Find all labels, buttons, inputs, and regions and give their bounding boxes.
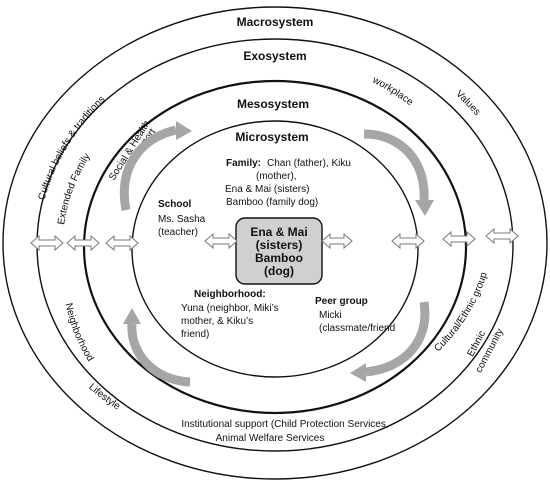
institutional-support-line1: Institutional support (Child Protection … [181, 419, 388, 430]
double-arrow-left-middle [66, 234, 100, 252]
neighborhood-exo-label: Neighborhood [63, 302, 96, 363]
microsystem-ring [131, 120, 419, 378]
neighborhood-line2: mother, & Kiku’s [181, 316, 253, 327]
neighborhood-title: Neighborhood: [194, 289, 266, 300]
family-line4: Bamboo (family dog) [226, 197, 318, 208]
double-arrow-center-left [204, 232, 238, 250]
curved-arrow-bottom-left [123, 308, 191, 387]
peer-group-title: Peer group [315, 296, 368, 307]
center-box [235, 217, 323, 285]
workplace-label: workplace [370, 74, 416, 108]
macrosystem-title: Macrosystem [237, 15, 314, 29]
exosystem-title: Exosystem [243, 49, 306, 63]
center-line1: Ena & Mai [250, 225, 307, 239]
school-title: School [158, 199, 192, 210]
center-line2: (sisters) [256, 238, 303, 252]
curved-arrow-top-right [363, 129, 434, 216]
macrosystem-ring [2, 6, 548, 480]
double-arrow-right-outer [485, 227, 519, 245]
family-line1: Chan (father), Kiku [267, 158, 351, 169]
school-line1: Ms. Sasha [158, 214, 206, 225]
peer-group-line2: (classmate/friend [319, 323, 395, 334]
double-arrow-right-middle [442, 230, 476, 248]
lifestyle-label: Lifestyle [86, 382, 122, 413]
double-arrow-center-right [321, 232, 353, 250]
neighborhood-line3: friend) [181, 329, 209, 340]
center-line4: (dog) [264, 264, 294, 278]
double-arrow-right-inner [391, 232, 425, 250]
curved-arrow-top-left [120, 121, 192, 211]
double-arrow-left-outer [30, 234, 64, 252]
school-line2: (teacher) [158, 227, 198, 238]
institutional-support-line2: Animal Welfare Services [216, 433, 325, 444]
peer-group-line1: Micki [319, 310, 342, 321]
center-line3: Bamboo [255, 251, 303, 265]
mesosystem-ring [82, 79, 468, 415]
double-arrow-left-inner [105, 234, 139, 252]
family-line3: Ena & Mai (sisters) [225, 184, 309, 195]
microsystem-title: Microsystem [235, 130, 308, 144]
family-title: Family: [226, 158, 261, 169]
mesosystem-title: Mesosystem [237, 97, 309, 111]
family-line2: (mother), [256, 171, 297, 182]
curved-arrow-bottom-right [350, 301, 430, 382]
neighborhood-line1: Yuna (neighbor, Miki’s [181, 303, 279, 314]
